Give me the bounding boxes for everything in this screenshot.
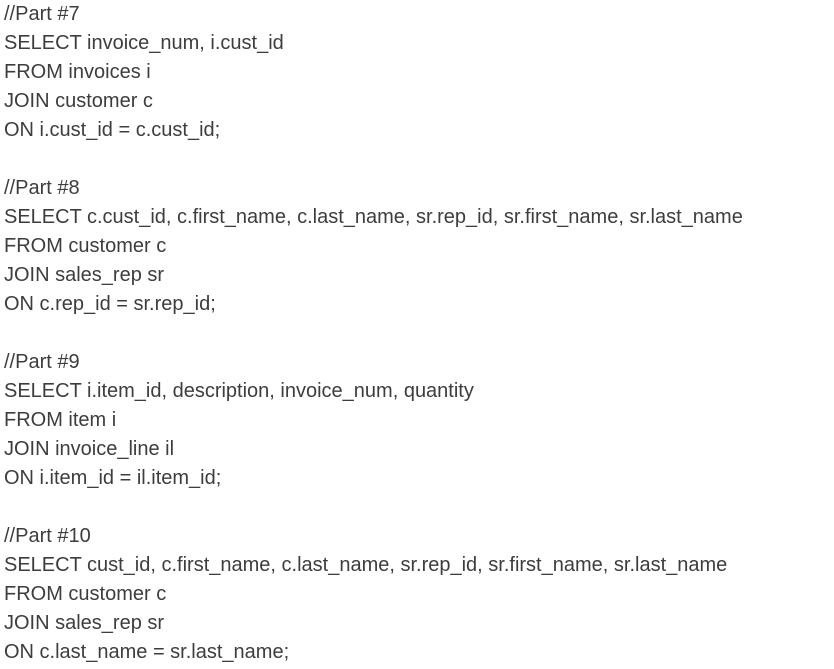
sql-join-line: JOIN invoice_line il bbox=[4, 438, 175, 460]
sql-select-line: SELECT cust_id, c.first_name, c.last_nam… bbox=[4, 554, 728, 576]
sql-query-block-part9: //Part #9 SELECT i.item_id, description,… bbox=[4, 348, 834, 493]
sql-on-line: ON i.item_id = il.item_id; bbox=[4, 467, 222, 489]
sql-join-line: JOIN sales_rep sr bbox=[4, 612, 165, 634]
sql-query-block-part7: //Part #7 SELECT invoice_num, i.cust_id … bbox=[4, 0, 834, 145]
sql-on-line: ON i.cust_id = c.cust_id; bbox=[4, 119, 221, 141]
sql-from-line: FROM customer c bbox=[4, 235, 167, 257]
sql-comment-line: //Part #8 bbox=[4, 177, 80, 199]
sql-from-line: FROM invoices i bbox=[4, 61, 151, 83]
sql-comment-line: //Part #7 bbox=[4, 3, 80, 25]
sql-query-block-part8: //Part #8 SELECT c.cust_id, c.first_name… bbox=[4, 174, 834, 319]
sql-select-line: SELECT i.item_id, description, invoice_n… bbox=[4, 380, 474, 402]
sql-from-line: FROM customer c bbox=[4, 583, 167, 605]
sql-comment-line: //Part #9 bbox=[4, 351, 80, 373]
sql-from-line: FROM item i bbox=[4, 409, 117, 431]
sql-on-line: ON c.rep_id = sr.rep_id; bbox=[4, 293, 216, 315]
sql-select-line: SELECT c.cust_id, c.first_name, c.last_n… bbox=[4, 206, 743, 228]
sql-select-line: SELECT invoice_num, i.cust_id bbox=[4, 32, 284, 54]
sql-join-line: JOIN customer c bbox=[4, 90, 153, 112]
sql-query-block-part10: //Part #10 SELECT cust_id, c.first_name,… bbox=[4, 522, 834, 667]
sql-on-line: ON c.last_name = sr.last_name; bbox=[4, 641, 290, 663]
sql-comment-line: //Part #10 bbox=[4, 525, 91, 547]
sql-join-line: JOIN sales_rep sr bbox=[4, 264, 165, 286]
